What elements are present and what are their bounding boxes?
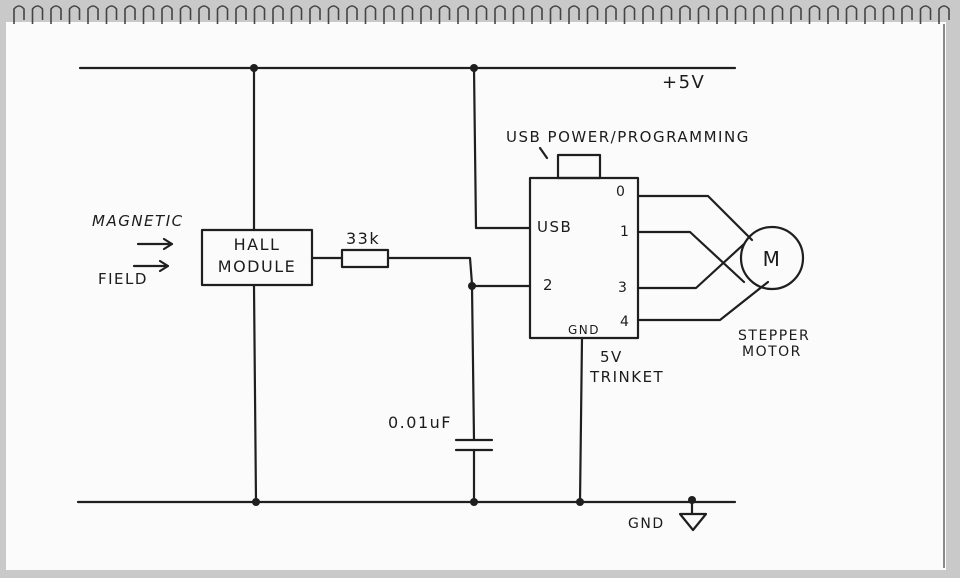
spiral-loop — [235, 5, 247, 24]
hall-label-line1: HALL — [234, 235, 281, 254]
trinket-label-line2: TRINKET — [589, 368, 664, 386]
spiral-loop — [642, 5, 654, 24]
spiral-loop — [253, 5, 266, 24]
spiral-loop — [272, 5, 284, 24]
spiral-loop — [882, 5, 895, 24]
junction-dot — [576, 498, 584, 506]
ground-symbol — [678, 512, 708, 532]
junction-dot — [250, 64, 258, 72]
spiral-loop — [623, 5, 636, 24]
spiral-loop — [494, 5, 506, 24]
motor-wire-pin1 — [636, 230, 746, 284]
trinket-label-line1: 5V — [600, 348, 623, 366]
spiral-loop — [290, 5, 303, 24]
usb-power-wire — [472, 66, 532, 230]
usb-connector — [556, 153, 602, 180]
spiral-loop — [475, 5, 488, 24]
spiral-loop — [420, 5, 432, 24]
spiral-loop — [512, 5, 525, 24]
trinket-gnd-wire — [578, 336, 584, 504]
capacitor-top-wire — [470, 284, 476, 442]
pin-3-label: 3 — [618, 280, 628, 296]
motor-label-line1: STEPPER — [738, 328, 810, 344]
usb-note-label: USB POWER/PROGRAMMING — [506, 128, 750, 146]
stepper-motor-circle — [739, 225, 805, 291]
magnetic-arrow — [136, 237, 174, 251]
spiral-loop — [771, 5, 784, 24]
spiral-loop — [919, 5, 932, 24]
spiral-loop — [309, 5, 321, 24]
spiral-loop — [753, 5, 765, 24]
junction-dot — [468, 282, 476, 290]
spiral-loop — [901, 5, 913, 24]
motor-symbol: M — [763, 247, 782, 271]
junction-dot — [470, 498, 478, 506]
supply-label: +5V — [662, 72, 705, 93]
hall-gnd-wire — [252, 284, 258, 504]
spiral-loop — [938, 5, 950, 24]
spiral-loop — [401, 5, 414, 24]
junction-dot — [252, 498, 260, 506]
pin-2-label: 2 — [543, 276, 554, 294]
spiral-loop — [531, 5, 543, 24]
spiral-loop — [13, 5, 25, 24]
spiral-loop — [549, 5, 562, 24]
spiral-loop — [124, 5, 136, 24]
motor-label-line2: MOTOR — [742, 344, 802, 360]
spiral-loop — [808, 5, 821, 24]
field-arrow — [132, 259, 170, 273]
spiral-loop — [68, 5, 81, 24]
spiral-binding — [13, 5, 950, 24]
spiral-loop — [660, 5, 673, 24]
spiral-loop — [586, 5, 599, 24]
junction-dot — [688, 496, 696, 504]
motor-wire-pin3 — [636, 242, 746, 290]
spiral-loop — [605, 5, 617, 24]
field-label: FIELD — [98, 270, 148, 288]
capacitor-label: 0.01uF — [388, 413, 452, 432]
spiral-loop — [697, 5, 710, 24]
magnetic-label: MAGNETIC — [92, 212, 184, 230]
spiral-loop — [31, 5, 44, 24]
motor-wire-pin4 — [636, 280, 770, 322]
usb-note-arrow — [538, 146, 549, 160]
spiral-loop — [790, 5, 802, 24]
spiral-loop — [734, 5, 747, 24]
spiral-loop — [383, 5, 395, 24]
pin-4-label: 4 — [620, 314, 630, 330]
hall-label-line2: MODULE — [218, 257, 296, 276]
ground-label: GND — [628, 516, 665, 532]
spiral-loop — [142, 5, 155, 24]
spiral-loop — [845, 5, 858, 24]
spiral-loop — [364, 5, 377, 24]
spiral-loop — [864, 5, 876, 24]
spiral-loop — [198, 5, 210, 24]
spiral-loop — [161, 5, 173, 24]
spiral-loop — [179, 5, 192, 24]
spiral-loop — [568, 5, 580, 24]
spiral-loop — [87, 5, 99, 24]
resistor-label: 33k — [346, 229, 380, 248]
spiral-loop — [50, 5, 62, 24]
pin-1-label: 1 — [620, 224, 630, 240]
spiral-loop — [327, 5, 340, 24]
resistor-to-node-wire — [386, 256, 474, 286]
spiral-loop — [679, 5, 691, 24]
paper-sheet — [6, 22, 946, 570]
junction-dot — [470, 64, 478, 72]
pin-usb-label: USB — [537, 218, 572, 236]
pin-0-label: 0 — [616, 184, 626, 200]
spiral-loop — [438, 5, 451, 24]
spiral-loop — [216, 5, 229, 24]
motor-wire-pin0 — [636, 194, 754, 242]
spiral-loop — [716, 5, 728, 24]
spiral-loop — [346, 5, 358, 24]
spiral-loop — [457, 5, 469, 24]
pin-gnd-label: GND — [568, 323, 600, 337]
spiral-loop — [105, 5, 118, 24]
spiral-loop — [827, 5, 839, 24]
